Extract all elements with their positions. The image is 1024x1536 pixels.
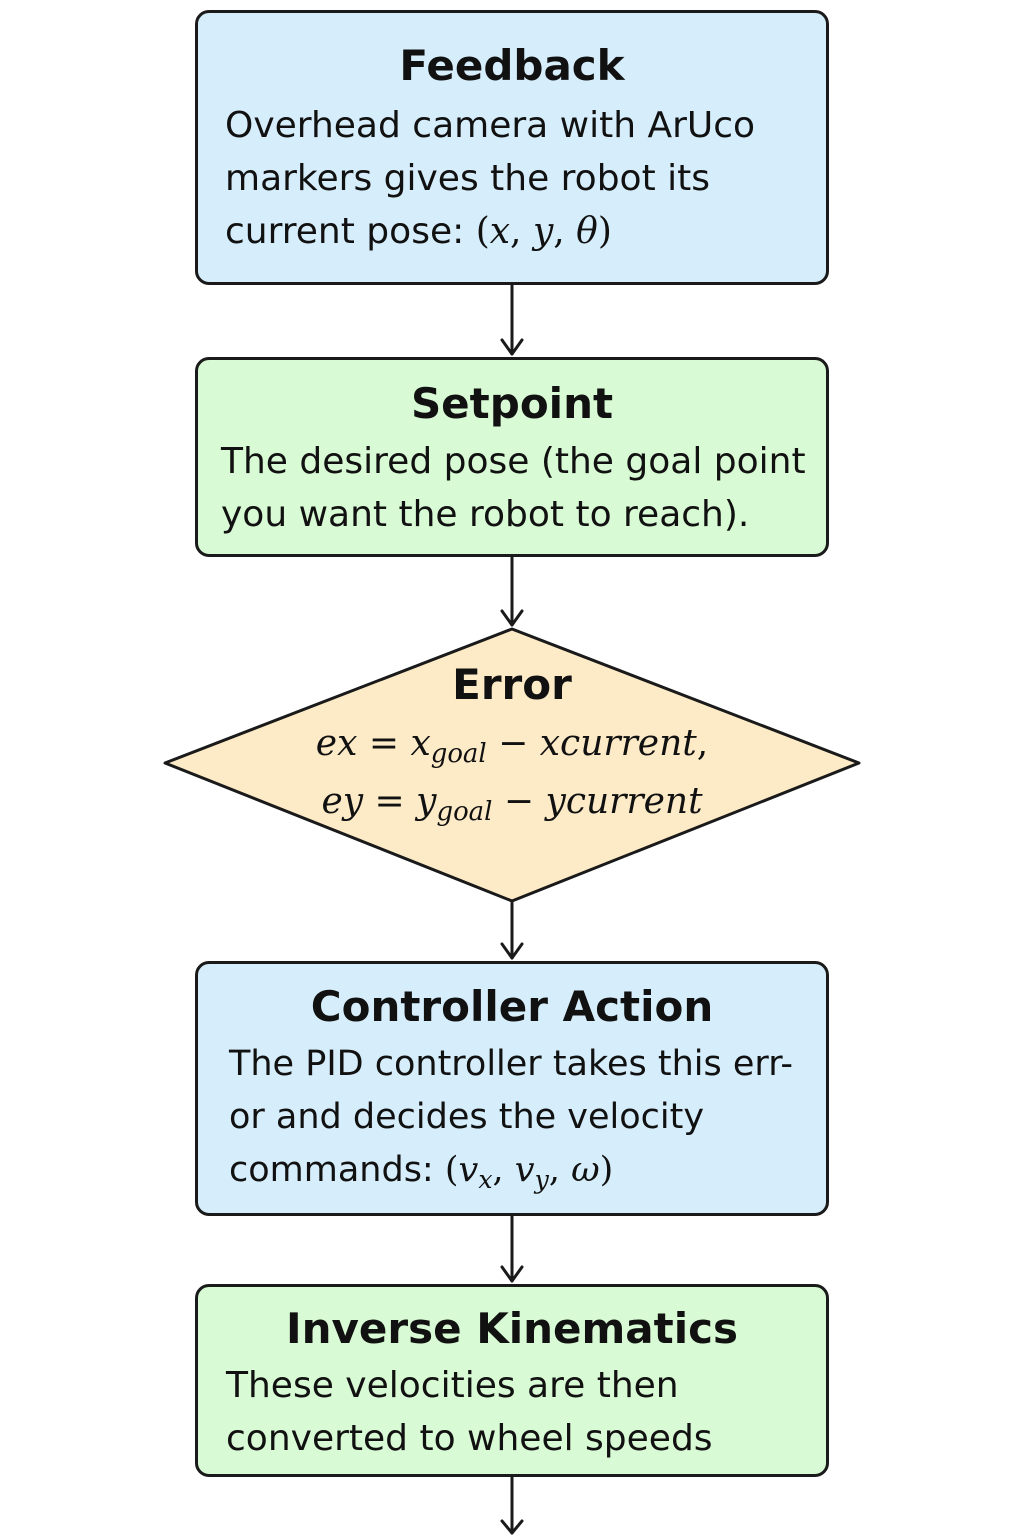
feedback-pose-label: current pose: [225,211,465,252]
setpoint-body: The desired pose (the goal point you wan… [221,435,806,541]
kinematics-line-2: converted to wheel speeds [226,1418,713,1459]
feedback-line-2: markers gives the robot its [225,158,711,199]
controller-commands-math: (vx, vy, ω) [444,1150,614,1195]
feedback-box: Feedback Overhead camera with ArUco mark… [195,10,829,285]
controller-line-1: The PID controller takes this err- [229,1044,793,1084]
kinematics-body: These velocities are then converted to w… [226,1359,713,1465]
kinematics-title: Inverse Kinematics [285,1304,738,1353]
arrowhead-controller [500,942,524,960]
error-diamond: Error ex = xgoal − xcurrent, ey = ygoal … [163,627,861,903]
feedback-pose-math: (x, y, θ) [475,211,612,252]
error-diamond-polygon [163,627,861,903]
kinematics-line-1: These velocities are then [226,1365,679,1406]
setpoint-line-1: The desired pose (the goal point [221,441,806,482]
setpoint-box: Setpoint The desired pose (the goal poin… [195,357,829,557]
arrowhead-error [500,609,524,627]
error-diamond-shape [163,627,861,903]
error-equation-x: ex = xgoal − xcurrent, [315,723,709,770]
feedback-line-3: current pose: (x, y, θ) [225,205,755,258]
controller-box: Controller Action The PID controller tak… [195,961,829,1216]
arrowhead-setpoint [500,338,524,356]
controller-line-2: or and decides the velocity [229,1097,705,1137]
kinematics-box: Inverse Kinematics These velocities are … [195,1284,829,1477]
arrowhead-kinematics [500,1265,524,1283]
feedback-body: Overhead camera with ArUco markers gives… [225,99,755,258]
error-title: Error [452,660,572,709]
controller-title: Controller Action [310,982,714,1031]
feedback-title: Feedback [399,41,625,90]
controller-body: The PID controller takes this err- or an… [229,1038,793,1197]
arrowhead-out [500,1519,524,1535]
setpoint-line-2: you want the robot to reach). [221,494,750,535]
setpoint-title: Setpoint [410,379,614,428]
feedback-line-1: Overhead camera with ArUco [225,105,756,146]
controller-commands-label: commands: [229,1150,434,1190]
controller-line-3: commands: (vx, vy, ω) [229,1144,793,1197]
error-equation-y: ey = ygoal − ycurrent [321,781,703,828]
